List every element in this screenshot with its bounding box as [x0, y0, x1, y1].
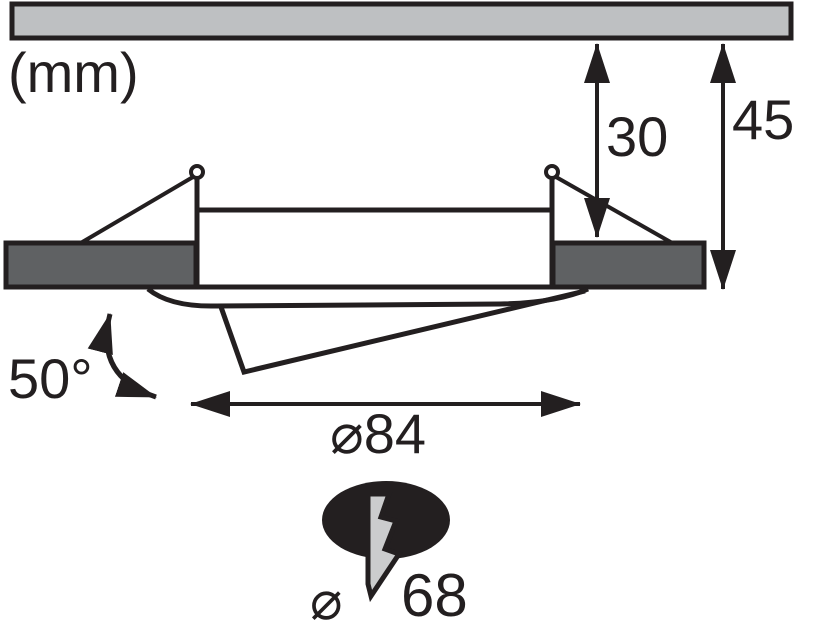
- tilted-lamp-face: [218, 288, 586, 375]
- total-height-label: 45: [732, 88, 795, 151]
- lightning-bolt-icon: [365, 491, 403, 603]
- tilt-angle-arc: [87, 313, 157, 400]
- cutout-diameter-symbol: ⌀: [310, 571, 343, 631]
- right-spring-clip: [555, 175, 675, 246]
- right-mounting-flange: [550, 240, 707, 290]
- outer-diameter-label: ⌀84: [330, 402, 427, 465]
- swivel-angle-label: 50°: [8, 347, 93, 410]
- left-spring-clip: [77, 175, 195, 246]
- right-pivot-ring: [544, 164, 560, 180]
- left-mounting-flange: [3, 240, 199, 290]
- cutout-diameter-label: 68: [401, 562, 468, 629]
- left-pivot-ring: [189, 164, 205, 180]
- unit-label: (mm): [8, 41, 139, 104]
- ceiling-panel: [9, 1, 794, 41]
- recess-depth-label: 30: [606, 105, 669, 168]
